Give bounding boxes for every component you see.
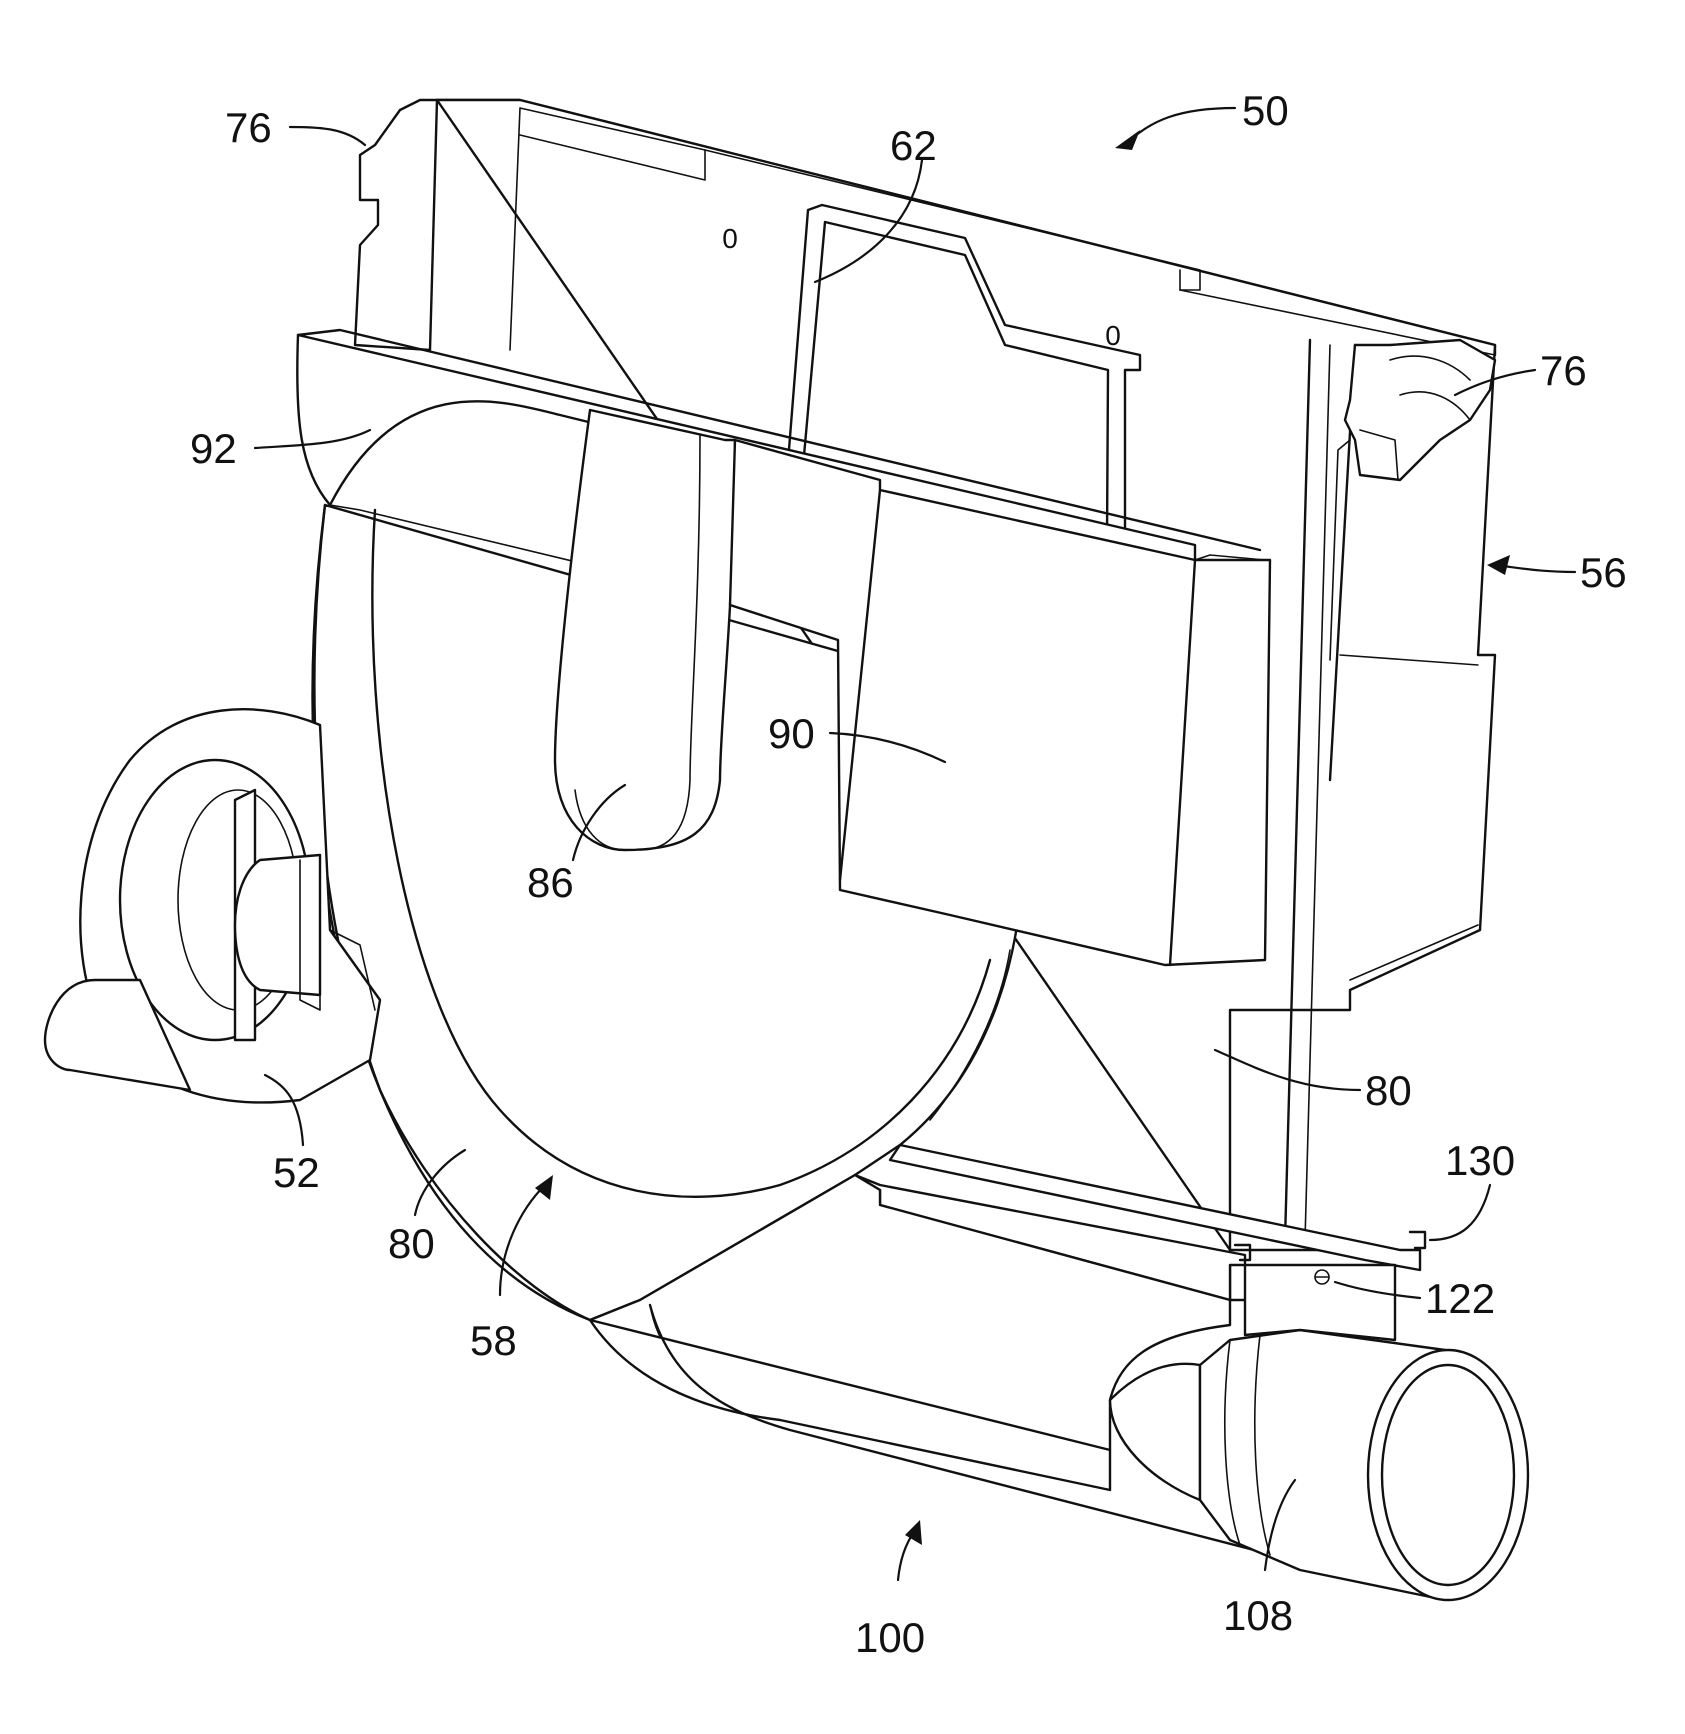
label-62: 62 (890, 122, 937, 169)
label-58: 58 (470, 1317, 517, 1364)
label-76-right: 76 (1540, 347, 1587, 394)
label-80-right: 80 (1365, 1067, 1412, 1114)
label-80-left: 80 (388, 1220, 435, 1267)
label-108: 108 (1223, 1592, 1293, 1639)
label-130: 130 (1445, 1137, 1515, 1184)
label-90: 90 (768, 710, 815, 757)
label-92: 92 (190, 425, 237, 472)
label-122: 122 (1425, 1275, 1495, 1322)
label-52: 52 (273, 1149, 320, 1196)
hole-mark-upper: 0 (722, 223, 738, 254)
inlet-duct (555, 410, 735, 850)
arrowhead-50 (1115, 130, 1140, 150)
hole-mark-lower: 0 (1105, 320, 1121, 351)
label-76-left: 76 (225, 104, 272, 151)
label-50: 50 (1242, 87, 1289, 134)
label-100: 100 (855, 1614, 925, 1661)
arrowhead-56 (1487, 555, 1510, 575)
label-56: 56 (1580, 549, 1627, 596)
label-86: 86 (527, 859, 574, 906)
latch-left (355, 100, 437, 350)
